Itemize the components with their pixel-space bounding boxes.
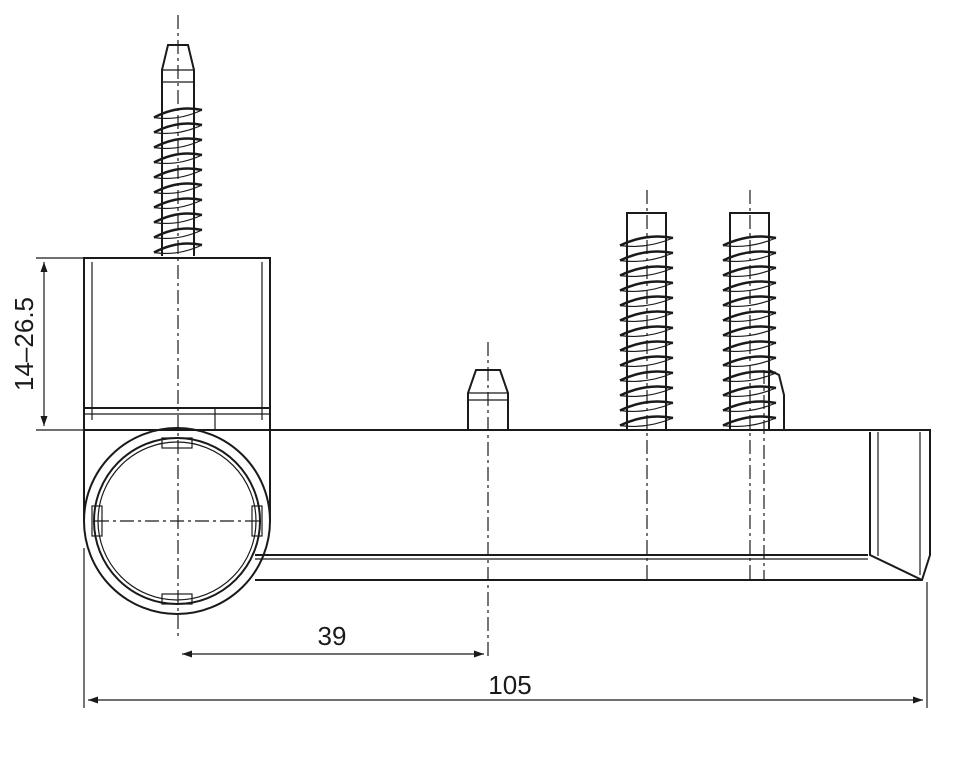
thread-turn-back: [153, 124, 203, 135]
dimension-overall-length: 105: [83, 548, 928, 708]
dimension-thickness-label: 14–26.5: [9, 297, 39, 391]
thread-turn: [722, 235, 777, 247]
thread-turn-back: [619, 372, 674, 383]
thread-turn-back: [153, 199, 203, 210]
thread-turn-back: [722, 372, 777, 383]
thread-turn: [722, 310, 777, 322]
thread-turn: [619, 385, 674, 397]
thread-turn: [619, 235, 674, 247]
thread-turn: [619, 355, 674, 367]
thread-turn: [153, 212, 203, 224]
dimension-center-distance: 39: [182, 621, 484, 658]
thread-turn: [722, 355, 777, 367]
thread-turn-back: [722, 297, 777, 308]
upper-block: [83, 257, 271, 431]
thread-turn: [722, 280, 777, 292]
thread-turn: [153, 152, 203, 164]
thread-turn: [153, 137, 203, 149]
dimension-thickness: 14–26.5: [9, 257, 84, 431]
leaf-screw-2: [722, 212, 785, 430]
thread-turn: [153, 227, 203, 239]
thread-turn-back: [153, 154, 203, 165]
leaf-screw-1: [619, 212, 674, 430]
dimension-overall-length-label: 105: [488, 670, 531, 700]
hinge-leaf: [255, 429, 931, 581]
thread-turn: [619, 280, 674, 292]
thread-turn: [619, 310, 674, 322]
center-lines: [95, 15, 765, 660]
thread-turn-back: [153, 229, 203, 240]
thread-turn-back: [619, 297, 674, 308]
thread-turn: [722, 385, 777, 397]
dimension-center-distance-label: 39: [318, 621, 347, 651]
